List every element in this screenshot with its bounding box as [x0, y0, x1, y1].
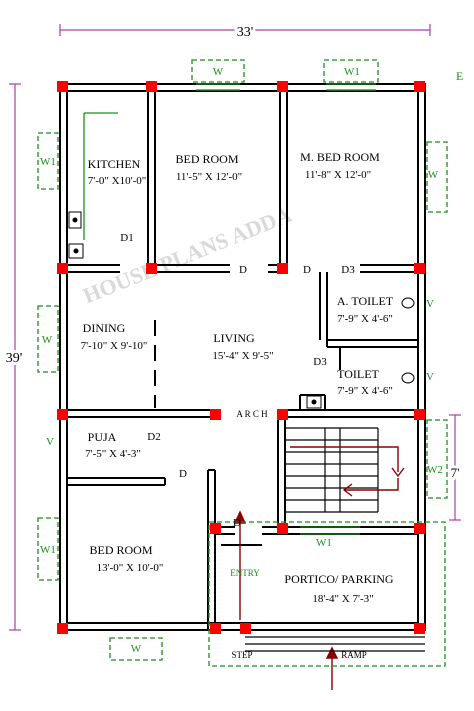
- room-living-name: LIVING: [213, 331, 255, 345]
- door-label-d1: D1: [120, 232, 133, 244]
- room-bedroom2-name: BED ROOM: [89, 543, 152, 557]
- room-portico-size: 18'-4" X 7'-3": [312, 593, 373, 605]
- room-kitchen-name: KITCHEN: [88, 157, 141, 171]
- step-label: STEP: [231, 650, 252, 660]
- staircase: [285, 427, 379, 513]
- windows: [37, 59, 448, 667]
- door-label-d3-toilet: D3: [313, 356, 327, 368]
- door-label-d3-attached: D3: [341, 264, 355, 276]
- window-label-master-side: W: [428, 169, 439, 181]
- room-labels: KITCHEN 7'-0" X10'-0" BED ROOM 11'-5" X …: [81, 150, 394, 605]
- room-bedroom1-size: 11'-5" X 12'-0": [176, 171, 242, 183]
- columns: [57, 81, 425, 634]
- room-dining-size: 7'-10" X 9'-10": [81, 340, 148, 352]
- door-label-entry: D: [233, 517, 241, 529]
- room-attached-toilet-name: A. TOILET: [337, 294, 394, 308]
- room-kitchen-size: 7'-0" X10'-0": [88, 175, 146, 187]
- room-portico-name: PORTICO/ PARKING: [284, 572, 394, 586]
- door-labels: D1 D D D3 D3 D2 D D: [120, 232, 355, 529]
- room-toilet-name: TOILET: [337, 367, 379, 381]
- room-bedroom1-name: BED ROOM: [175, 152, 238, 166]
- entry-arrow: [233, 510, 339, 690]
- window-label-kitchen: W1: [40, 156, 56, 168]
- window-labels: W W1 W1 W V V W V W2 W1 W W1: [40, 66, 443, 655]
- room-puja-size: 7'-5" X 4'-3": [85, 448, 141, 460]
- compass-east-label: E: [456, 69, 463, 83]
- room-attached-toilet-size: 7'-9" X 4'-6": [337, 313, 393, 325]
- window-label-portico: W1: [316, 537, 332, 549]
- room-toilet-size: 7'-9" X 4'-6": [337, 385, 393, 397]
- window-label-bedroom2-bottom: W: [131, 643, 142, 655]
- room-master-bedroom-size: 11'-8" X 12'-0": [305, 169, 371, 181]
- window-label-bedroom2-side: W1: [40, 544, 56, 556]
- height-dimension: 39': [6, 351, 23, 366]
- stair-arrows: [290, 446, 405, 497]
- room-puja-name: PUJA: [88, 430, 117, 444]
- width-dimension: 33': [237, 25, 254, 40]
- vent-label-puja: V: [46, 436, 54, 448]
- room-bedroom2-size: 13'-0" X 10'-0": [97, 562, 164, 574]
- room-living-size: 15'-4" X 9'-5": [212, 350, 273, 362]
- ramp-label: RAMP: [341, 650, 367, 660]
- watermark: HOUSE PLANS ADDA: [79, 202, 295, 309]
- window-label-bedroom1-top: W: [213, 66, 224, 78]
- fixtures: [68, 211, 415, 409]
- steps: [245, 636, 425, 652]
- window-label-master-top: W1: [344, 66, 360, 78]
- window-label-dining: W: [42, 334, 53, 346]
- door-label-bedroom2: D: [179, 468, 187, 480]
- vent-label-attached-toilet: V: [426, 298, 434, 310]
- room-dining-name: DINING: [83, 321, 126, 335]
- side-dimension: 7': [451, 465, 460, 480]
- door-label-master: D: [303, 264, 311, 276]
- door-label-bedroom: D: [239, 264, 247, 276]
- window-label-stair: W2: [427, 464, 443, 476]
- dimension-lines: [9, 24, 461, 631]
- vent-label-toilet: V: [426, 371, 434, 383]
- door-label-d2: D2: [147, 431, 160, 443]
- room-master-bedroom-name: M. BED ROOM: [300, 150, 380, 164]
- entry-label: ENTRY: [230, 568, 260, 578]
- arch-label: A R C H: [236, 409, 268, 419]
